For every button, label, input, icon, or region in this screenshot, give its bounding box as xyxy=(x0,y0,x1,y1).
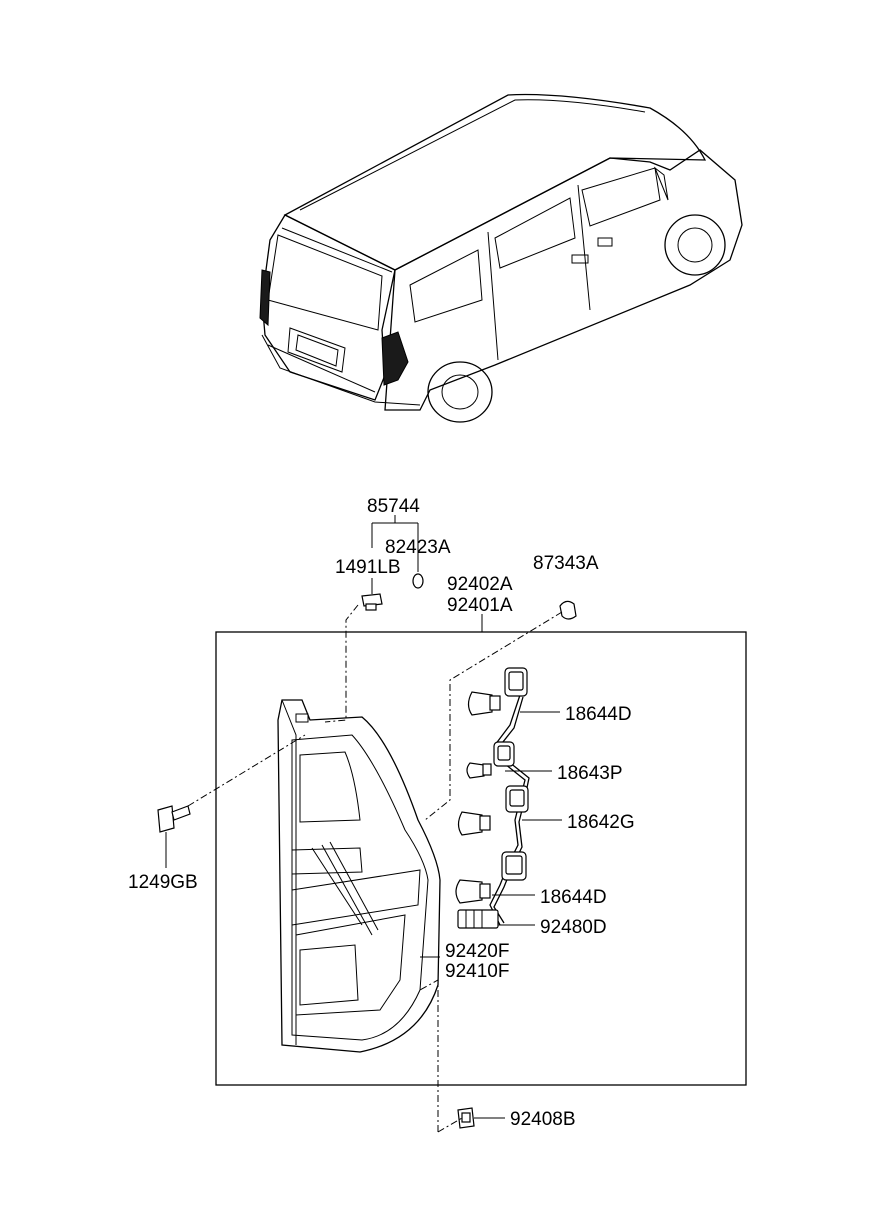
label-92420f: 92420F xyxy=(445,941,509,962)
label-18644d-bottom: 18644D xyxy=(540,887,607,908)
label-85744: 85744 xyxy=(367,496,420,517)
label-92410f: 92410F xyxy=(445,961,509,982)
bulb-socket-4 xyxy=(455,851,527,904)
leader-lines xyxy=(165,515,563,1133)
tail-lamp-housing xyxy=(277,699,441,1053)
label-1249gb: 1249GB xyxy=(128,872,198,893)
bulb-socket-3 xyxy=(457,785,529,836)
label-92408b: 92408B xyxy=(510,1109,576,1130)
clip-1491lb xyxy=(361,593,383,611)
label-18644d-top: 18644D xyxy=(565,704,632,725)
grommet-87343a xyxy=(559,600,577,620)
label-92480d: 92480D xyxy=(540,917,607,938)
bulb-socket-1 xyxy=(467,667,528,716)
label-1491lb: 1491LB xyxy=(335,557,401,578)
label-92402a: 92402A xyxy=(447,574,513,595)
label-87343a: 87343A xyxy=(533,553,599,574)
label-92401a: 92401A xyxy=(447,595,513,616)
screw-1249gb xyxy=(157,805,191,833)
ring-82423a xyxy=(412,573,424,589)
label-18643p: 18643P xyxy=(557,763,623,784)
van-illustration xyxy=(259,93,743,423)
clip-92408b xyxy=(457,1107,475,1129)
label-18642g: 18642G xyxy=(567,812,635,833)
connector xyxy=(457,909,499,929)
bulb-socket-2 xyxy=(466,741,515,779)
assembly-box xyxy=(215,631,747,1086)
part-labels: 85744 82423A 1491LB 87343A 92402A 92401A… xyxy=(128,496,635,1130)
label-82423a: 82423A xyxy=(385,537,451,558)
